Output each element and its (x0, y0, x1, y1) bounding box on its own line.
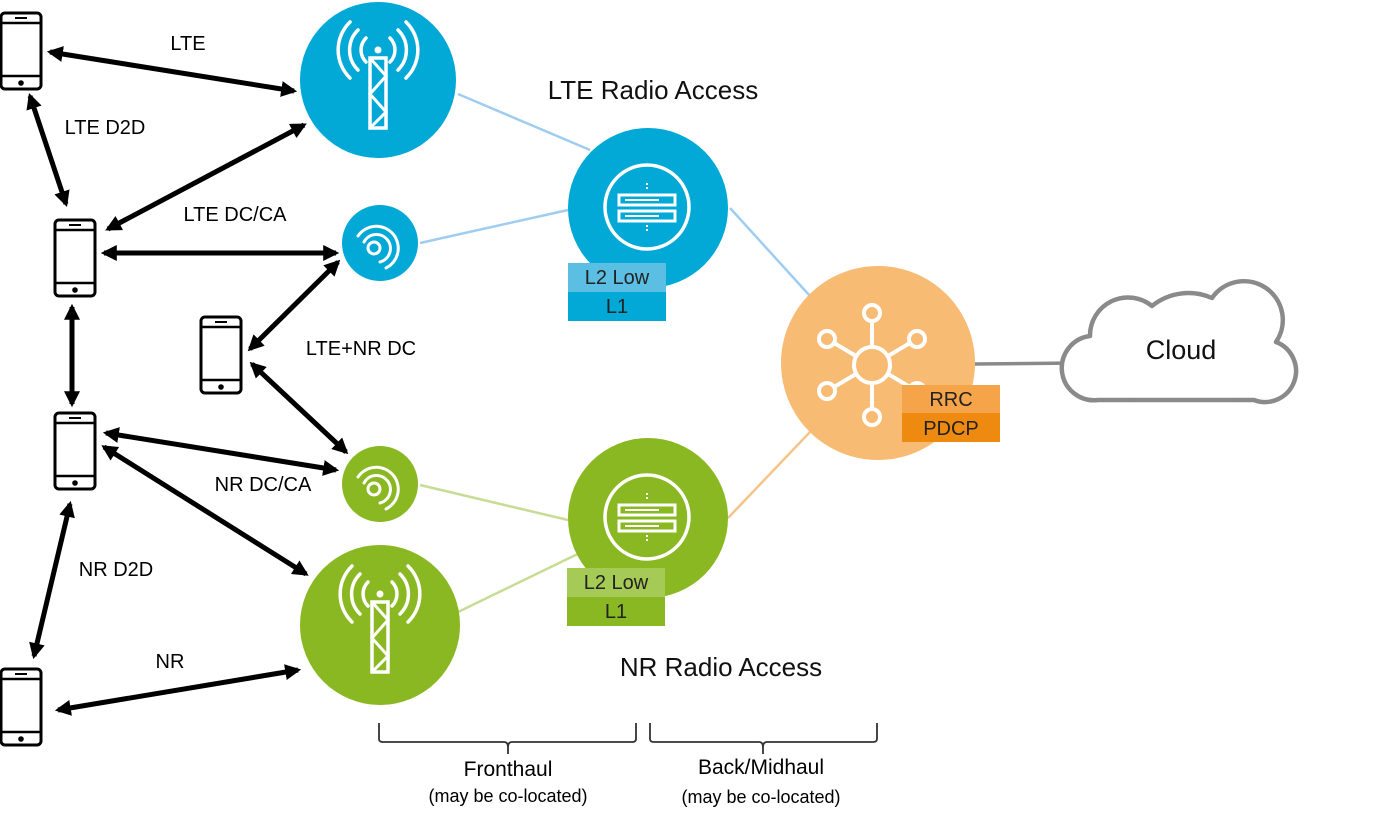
pdcp-label: PDCP (923, 418, 979, 440)
nr-small-cell (342, 446, 418, 522)
nr-radio-access-title: NR Radio Access (620, 652, 822, 682)
lte-l2low-box (568, 263, 666, 292)
backhaul-label: Back/Midhaul (698, 756, 824, 779)
cloud-icon (1059, 278, 1299, 405)
lte-distributed-unit (568, 128, 728, 288)
nr-l1-box (567, 597, 665, 626)
nr-dc-ca-arrow (102, 427, 340, 476)
lte-l1-label: L1 (606, 296, 628, 318)
nr-l2low-box (567, 568, 665, 597)
fronthaul-note: (may be co-located) (428, 786, 587, 806)
lte-link-arrow (46, 46, 298, 97)
nr-distributed-unit (568, 438, 728, 598)
lte-tower-fronthaul-link (457, 92, 591, 152)
lte-link-label: LTE (170, 33, 205, 55)
pdcp-box (902, 413, 1000, 442)
backhaul-note: (may be co-located) (681, 787, 840, 807)
nr-d2d-label: NR D2D (79, 559, 153, 581)
nr-dc-ca-label: NR DC/CA (215, 474, 312, 496)
lte-smallcell-fronthaul-link (419, 208, 569, 245)
lte-midhaul-link (729, 207, 811, 297)
lte-nr-dc-arrow-nr (249, 361, 349, 455)
phone-icon (53, 411, 97, 491)
lte-l2low-label: L2 Low (585, 267, 650, 289)
nr-link-label: NR (156, 651, 185, 673)
nr-link-arrow (54, 664, 302, 716)
nr-smallcell-fronthaul-link (419, 483, 569, 522)
lte-nr-dc-arrow-lte (247, 259, 341, 352)
lte-macro-cell (300, 2, 456, 158)
lte-l1-box (568, 292, 666, 321)
nr-macro-cell (300, 545, 460, 705)
cloud-label: Cloud (1146, 335, 1217, 365)
lte-small-cell (342, 205, 418, 281)
phone-icon (199, 315, 243, 395)
nr-midhaul-link (727, 431, 811, 519)
lte-d2d-arrow (26, 92, 70, 208)
nr-d2d-arrow (29, 500, 75, 660)
fronthaul-label: Fronthaul (464, 758, 553, 781)
phone-icon (53, 218, 97, 298)
rrc-box (902, 385, 1000, 413)
phone-icon (0, 11, 43, 91)
nr-macro-arrow (101, 444, 309, 577)
lte-radio-access-title: LTE Radio Access (548, 75, 759, 105)
nr-l2low-label: L2 Low (584, 572, 649, 594)
lte-macro-arrow (105, 122, 307, 232)
nr-l1-label: L1 (605, 601, 627, 623)
phone-icon (0, 667, 43, 747)
lte-dc-ca-label: LTE DC/CA (184, 204, 288, 226)
lte-d2d-label: LTE D2D (65, 117, 146, 139)
nr-tower-fronthaul-link (457, 546, 591, 614)
backhaul-brace (649, 723, 878, 754)
rrc-label: RRC (929, 389, 972, 411)
lte-nr-dc-label: LTE+NR DC (306, 338, 416, 360)
fronthaul-brace (378, 723, 637, 754)
